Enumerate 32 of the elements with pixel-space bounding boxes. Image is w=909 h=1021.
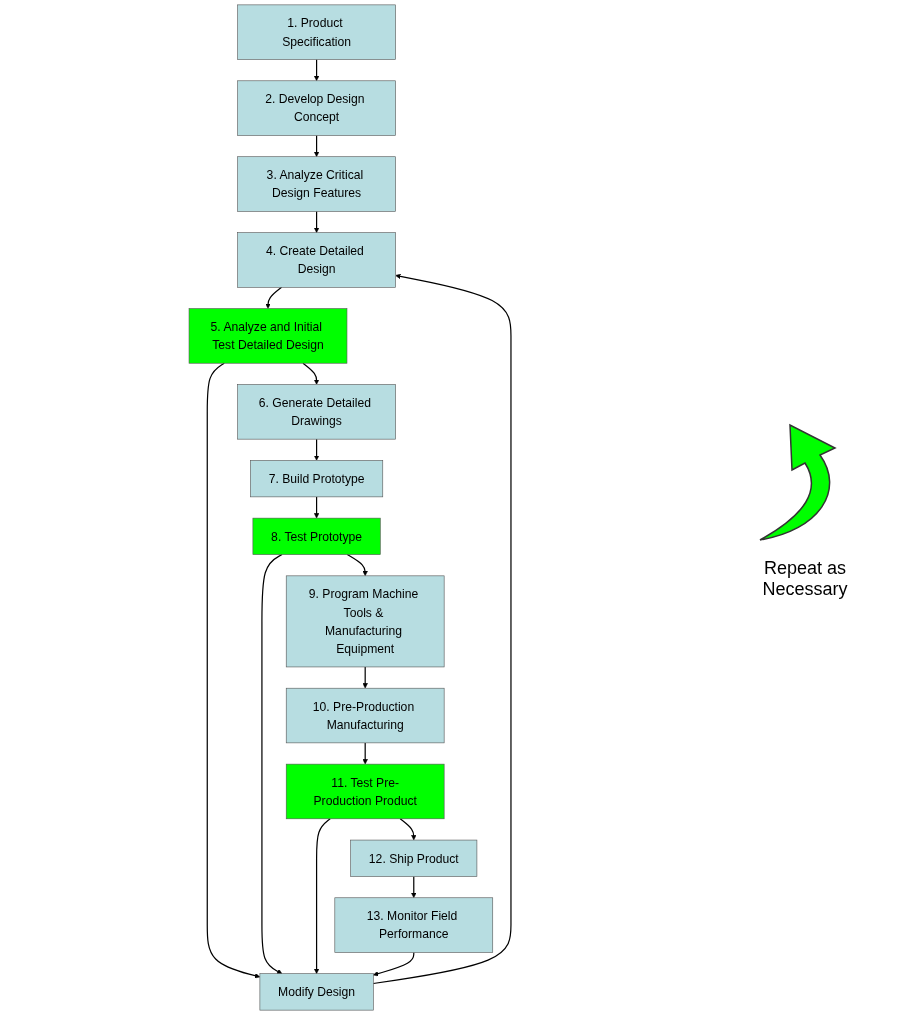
arrow bbox=[313, 818, 331, 974]
arrow bbox=[346, 553, 368, 577]
arrow bbox=[265, 286, 283, 309]
arrow bbox=[313, 58, 320, 82]
arrow bbox=[399, 818, 417, 841]
node-box: 10. Pre-Production Manufacturing bbox=[285, 687, 445, 744]
node-box: Modify Design bbox=[259, 973, 374, 1011]
arrow bbox=[372, 273, 512, 985]
arrow bbox=[313, 134, 320, 157]
node-box: 9. Program Machine Tools & Manufacturing Equipment bbox=[285, 575, 445, 668]
node-box: 7. Build Prototype bbox=[250, 460, 384, 498]
node-box: 1. Product Specification bbox=[237, 4, 396, 60]
node-box: 8. Test Prototype bbox=[252, 517, 381, 555]
arrow bbox=[206, 362, 261, 979]
arrow bbox=[362, 742, 368, 765]
arrow bbox=[313, 496, 320, 519]
node-box: 3. Analyze Critical Design Features bbox=[237, 156, 396, 212]
note-text: Repeat as Necessary bbox=[761, 558, 849, 600]
arrow bbox=[302, 362, 320, 385]
node-box: 5. Analyze and Initial Test Detailed Design bbox=[188, 308, 348, 364]
arrow bbox=[362, 666, 368, 689]
node-box: 13. Monitor Field Performance bbox=[334, 897, 494, 953]
arrow bbox=[313, 438, 320, 461]
arrow bbox=[411, 875, 417, 898]
node-box: 6. Generate Detailed Drawings bbox=[237, 384, 396, 440]
arrow bbox=[261, 553, 283, 974]
node-box: 2. Develop Design Concept bbox=[237, 80, 396, 136]
arrow bbox=[313, 210, 320, 233]
node-box: 12. Ship Product bbox=[350, 839, 478, 877]
node-box: 4. Create Detailed Design bbox=[237, 232, 396, 288]
node-box: 11. Test Pre-Production Product bbox=[285, 763, 445, 820]
arrow bbox=[373, 951, 415, 977]
